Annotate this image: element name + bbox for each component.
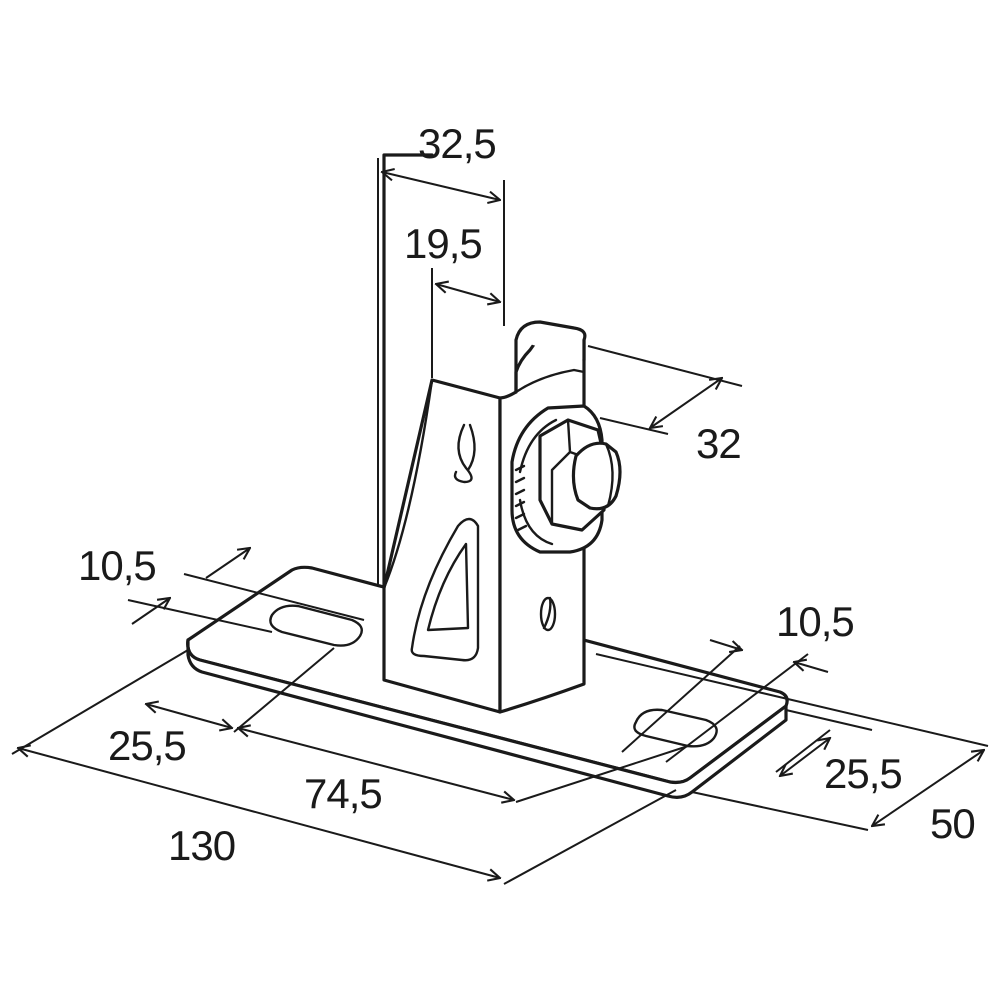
dim-label-base-length: 130 — [168, 822, 235, 869]
dim-label-left-slot-width: 10,5 — [78, 542, 156, 589]
dim-slot-offset: 19,5 — [404, 220, 500, 378]
dim-right-slot-width: 10,5 — [621, 598, 855, 763]
left-slot — [269, 604, 363, 647]
side-hole — [539, 596, 557, 632]
clamp-bolt — [510, 404, 622, 554]
dim-label-right-edge-to-slot: 25,5 — [824, 750, 902, 797]
dim-label-left-edge-to-slot: 25,5 — [108, 722, 186, 769]
dim-label-base-width: 50 — [930, 800, 975, 847]
dim-left-slot-width: 10,5 — [78, 542, 365, 633]
fish-mark — [453, 423, 476, 484]
dim-label-slot-offset: 19,5 — [404, 220, 482, 267]
dim-right-edge-to-slot: 25,5 — [775, 729, 903, 797]
dim-label-slot-to-slot: 74,5 — [304, 770, 382, 817]
dim-upright-width: 32,5 — [377, 120, 505, 584]
dim-clamp-depth: 32 — [587, 345, 743, 467]
dim-label-clamp-depth: 32 — [696, 420, 741, 467]
dim-base-width: 50 — [595, 653, 989, 847]
dim-label-upright-width: 32,5 — [418, 120, 496, 167]
upright-slot-cutout — [410, 517, 480, 662]
dim-base-length: 130 — [11, 649, 677, 885]
dim-label-right-slot-width: 10,5 — [776, 598, 854, 645]
right-slot — [633, 708, 718, 748]
